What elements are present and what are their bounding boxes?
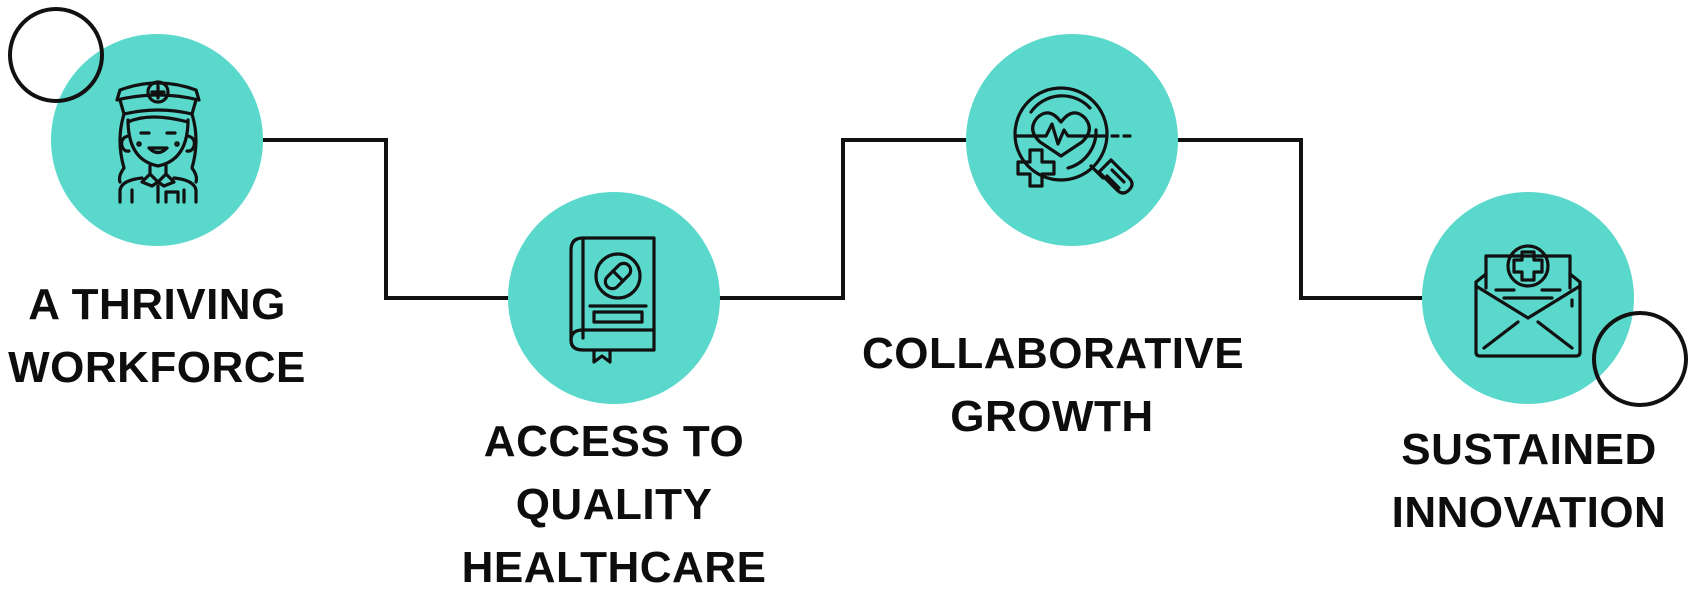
step-4-label-line-1: SUSTAINED [1401,425,1657,474]
step-1-label-line-2: WORKFORCE [8,343,306,392]
step-4-label-line-2: INNOVATION [1391,488,1667,537]
step-3-label-line-1: COLLABORATIVE [862,329,1245,378]
step-2-label: ACCESS TO QUALITY HEALTHCARE [454,410,774,599]
medical-book-icon [569,236,656,364]
step-3-label: COLLABORATIVE GROWTH [862,322,1245,448]
step-3-label-line-2: GROWTH [950,392,1154,441]
step-4-label: SUSTAINED INNOVATION [1370,418,1688,544]
decorative-ring-top-left [8,7,104,103]
step-1-label-line-1: A THRIVING [28,280,286,329]
step-2-label-line-1: ACCESS TO [483,417,745,466]
nurse-icon [115,80,201,204]
step-2-label-line-3: HEALTHCARE [461,543,767,592]
connector-line-2-3 [718,138,968,300]
step-2-label-line-2: QUALITY [515,480,713,529]
step-1-circle [51,34,263,246]
medical-envelope-icon [1474,244,1582,358]
decorative-ring-right [1592,311,1688,407]
connector-line-1-2 [262,138,510,300]
step-1-label: A THRIVING WORKFORCE [7,273,307,399]
heart-magnifier-icon [1013,86,1134,195]
connector-line-3-4 [1176,138,1425,300]
step-3-circle [966,34,1178,246]
